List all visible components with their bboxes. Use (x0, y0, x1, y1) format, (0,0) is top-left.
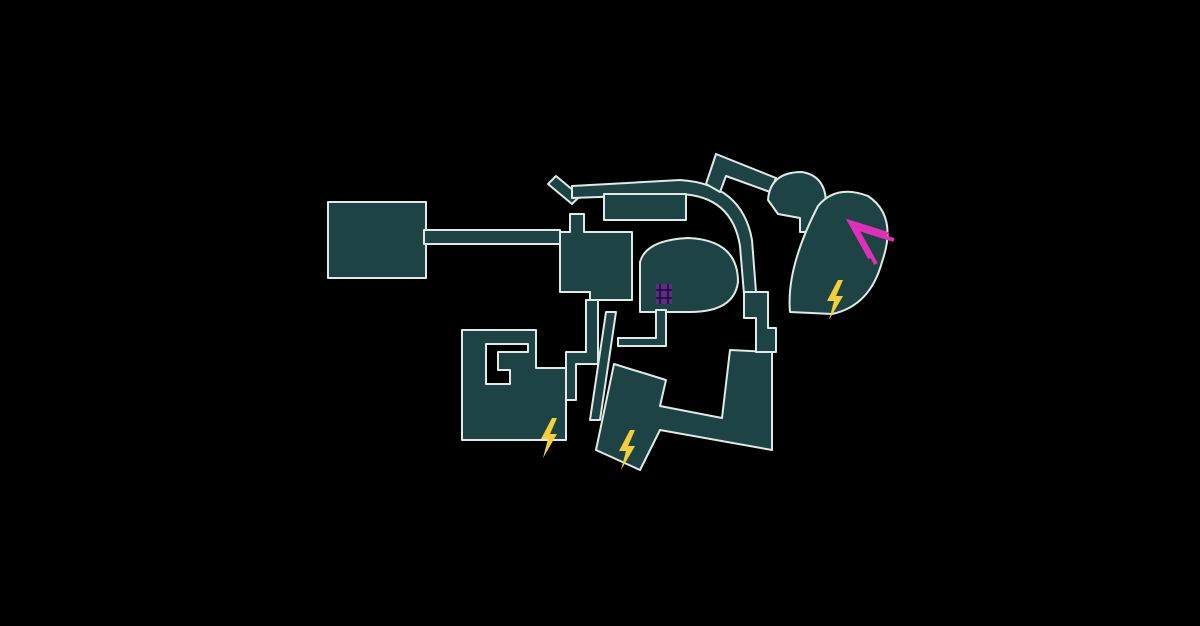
grid-door-icon (656, 284, 672, 304)
room-southwest-notch (485, 343, 529, 385)
room-east-oval (788, 190, 889, 315)
corridor-west (423, 229, 561, 245)
room-central-block (559, 213, 633, 301)
lightning-bolt-icon (619, 430, 635, 470)
room-west (327, 201, 427, 279)
corridor-east (743, 291, 777, 353)
room-north (603, 193, 687, 221)
lightning-bolt-icon (541, 418, 557, 458)
chevron-objective-icon (845, 218, 895, 265)
map-rooms (327, 153, 889, 471)
corridor-diagonal (589, 311, 617, 421)
lightning-bolt-icon (827, 280, 843, 320)
corridor-chamber-south (617, 309, 667, 347)
room-round-chamber (639, 237, 739, 313)
map-markers (541, 218, 895, 470)
